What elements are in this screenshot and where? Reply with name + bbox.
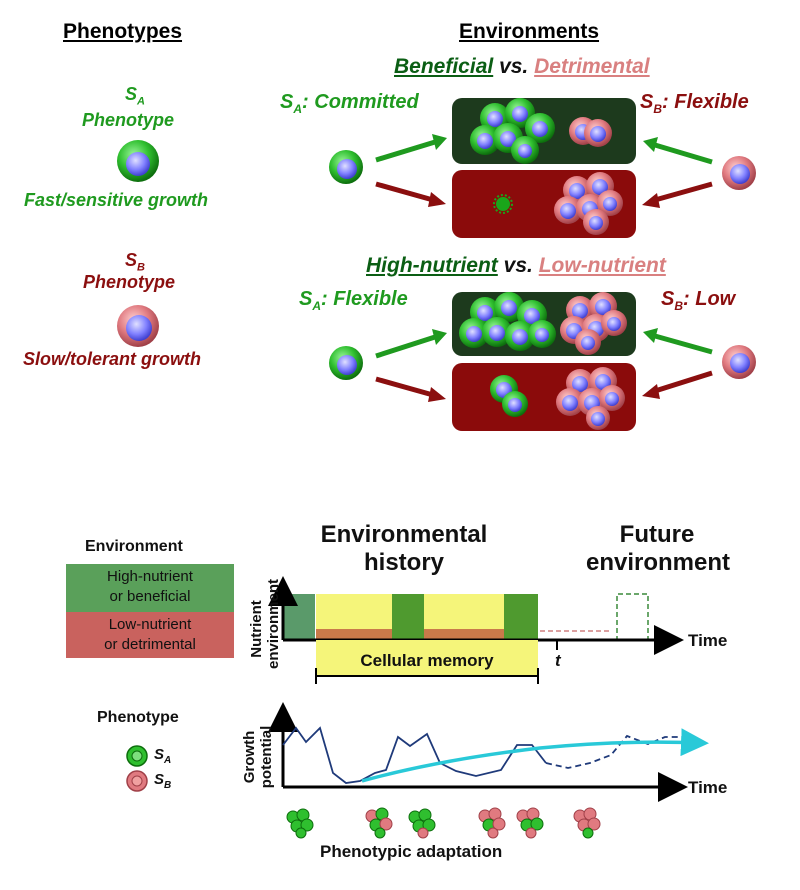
legend-sb-cell (126, 770, 148, 792)
legend-high-box (66, 564, 234, 612)
sa-symbol: SA (125, 84, 145, 108)
environments-heading: Environments (459, 20, 600, 43)
env2-sb-sub: B (674, 299, 684, 313)
env1-beneficial-label: Beneficial (394, 55, 494, 78)
env1-sa-committed: Committed (314, 91, 419, 113)
env2-sb-s: S (661, 288, 675, 310)
sa-symbol-sub: A (137, 95, 145, 108)
cellular-memory-label: Cellular memory (360, 651, 494, 670)
environmental-history-label: Environmental history (320, 521, 488, 576)
sa-growth-label: Fast/sensitive growth (24, 190, 209, 210)
nutrient-axis-label: Nutrient environment (248, 578, 282, 669)
env2-sb-colon: : (683, 288, 690, 310)
env2-pink-cluster-bottom (556, 367, 625, 430)
env1-dying-green-cell (493, 194, 513, 214)
env1-sb-input-cell (722, 156, 756, 190)
growth-plot (268, 702, 709, 802)
env1-pink-cluster (554, 172, 623, 235)
env2-sa-flexible: Flexible (333, 288, 408, 310)
env1-title: Beneficial vs. Detrimental (394, 55, 650, 79)
env2-low-label: Low-nutrient (538, 254, 666, 277)
env2-sb-input-cell (722, 345, 756, 379)
env2-sb-low: Low (695, 288, 736, 310)
env2-sa-s: S (299, 288, 313, 310)
env1-vs: vs. (499, 55, 529, 78)
env1-sa-s: S (280, 91, 294, 113)
sa-phenotype-label: Phenotype (82, 110, 175, 130)
env1-sa-sub: A (293, 102, 303, 116)
env1-sb-flexible: Flexible (674, 91, 749, 113)
env1-sa-colon: : (302, 91, 309, 113)
time-axis-label-2: Time (688, 778, 728, 797)
legend-sa-label: SA (154, 746, 171, 766)
adaptation-cluster-3 (408, 808, 436, 839)
env2-title: High-nutrient vs. Low-nutrient (366, 254, 666, 278)
env1-detrimental-label: Detrimental (534, 55, 650, 78)
env2-high-label: High-nutrient (366, 254, 498, 277)
environment-heading: Environment (85, 538, 183, 555)
env1-sb-colon: : (662, 91, 669, 113)
env1-green-cluster (470, 98, 555, 164)
env2-sa-colon: : (321, 288, 328, 310)
legend-high-label: High-nutrient or beneficial (107, 568, 193, 605)
sb-growth-label: Slow/tolerant growth (23, 349, 201, 369)
growth-axis-label: Growth potential (241, 725, 275, 789)
env2-green-pair (490, 375, 528, 417)
phenotypic-adaptation-label: Phenotypic adaptation (320, 842, 503, 861)
nutrient-plot (268, 576, 684, 684)
phenotypes-heading: Phenotypes (63, 20, 183, 43)
sb-symbol: SB (125, 250, 145, 274)
env2-arrows (375, 328, 713, 402)
sb-symbol-sub: B (137, 261, 145, 274)
env2-sa-label: SA: Flexible (299, 288, 408, 313)
legend-sa-s: S (154, 746, 165, 763)
phenotype-heading: Phenotype (97, 709, 179, 726)
t-marker-label: t (555, 651, 561, 670)
env2-sa-sub: A (312, 299, 322, 313)
env2-vs: vs. (503, 254, 533, 277)
env2-sa-input-cell (329, 346, 363, 380)
sa-symbol-letter: S (125, 84, 138, 104)
env1-sb-s: S (640, 91, 654, 113)
sb-phenotype-cell (117, 305, 159, 347)
legend-sb-label: SB (154, 771, 171, 791)
env1-sb-sub: B (653, 102, 663, 116)
legend-sa-sub: A (164, 755, 172, 766)
env1-sb-label: SB: Flexible (640, 91, 749, 116)
legend-low-box (66, 612, 234, 658)
future-environment-label: Future environment (586, 521, 731, 576)
legend-low-label: Low-nutrient or detrimental (104, 616, 196, 653)
env1-sa-input-cell (329, 150, 363, 184)
sa-phenotype-cell (117, 140, 159, 182)
env1-sa-label: SA: Committed (280, 91, 419, 116)
adaptation-cluster-1 (286, 808, 314, 839)
adaptation-cluster-6 (573, 807, 601, 839)
time-axis-label-1: Time (688, 631, 728, 650)
sb-symbol-letter: S (125, 250, 138, 270)
env1-arrows (375, 134, 713, 208)
env2-pink-cluster-top (560, 292, 627, 355)
adaptation-cluster-2 (365, 807, 393, 839)
legend-sb-sub: B (164, 780, 172, 791)
env2-green-cluster (459, 292, 556, 351)
sb-phenotype-label: Phenotype (83, 272, 176, 292)
adaptation-cluster-5 (516, 807, 544, 839)
legend-sb-s: S (154, 771, 165, 788)
adaptation-cluster-4 (478, 807, 506, 839)
legend-sa-cell (126, 745, 148, 767)
env2-sb-label: SB: Low (661, 288, 735, 313)
env1-pink-pair (569, 117, 612, 147)
